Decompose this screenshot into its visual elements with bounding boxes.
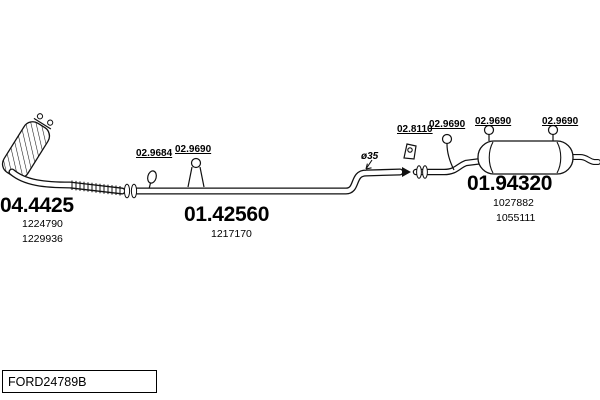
drawing-code-box: FORD24789B (2, 370, 157, 393)
rubber-hanger-icon (547, 124, 559, 141)
rear-silencer-drawing (477, 140, 574, 175)
rubber-hanger-icon (483, 124, 495, 141)
part-code-catalyst[interactable]: 04.4425 (0, 194, 74, 217)
tailpipe-drawing (557, 154, 600, 165)
part-code-rear-silencer[interactable]: 01.94320 (467, 172, 553, 195)
oe-number: 1217170 (211, 228, 252, 240)
rubber-hanger-icon (187, 157, 205, 188)
assembly-arrow-icon (402, 167, 411, 177)
diameter-pointer (365, 159, 373, 170)
part-code-centre-pipe[interactable]: 01.42560 (184, 203, 270, 226)
part-code-clamp[interactable]: 02.9684 (136, 148, 173, 159)
part-code-mount-bracket[interactable]: 02.8110 (397, 124, 433, 135)
oe-number: 1229936 (22, 233, 63, 245)
pipe-diameter-note: ø35 (361, 151, 379, 162)
cat-flange-plate (33, 117, 52, 130)
part-code-hanger-rear-mid[interactable]: 02.9690 (475, 116, 512, 127)
flange-joint-icon (123, 183, 131, 199)
mount-bracket-icon (403, 143, 417, 160)
centre-pipe-drawing (8, 168, 404, 199)
clamp-icon (147, 170, 157, 188)
part-code-hanger-rear-left[interactable]: 02.9690 (429, 119, 466, 130)
flange-joint-icon (130, 183, 138, 199)
flange-joint-icon (422, 165, 428, 179)
part-code-hanger-mid[interactable]: 02.9690 (175, 144, 212, 155)
rubber-hanger-icon (441, 133, 455, 171)
cat-flange-bolt-icon (47, 119, 54, 126)
oe-number: 1027882 (493, 197, 534, 209)
part-code-hanger-rear-right[interactable]: 02.9690 (542, 116, 579, 127)
rear-inlet-pipe-drawing (412, 157, 486, 179)
drawing-code: FORD24789B (8, 374, 87, 389)
cat-flange-bolt-icon (36, 113, 44, 120)
oe-number: 1224790 (22, 218, 63, 230)
oe-number: 1055111 (496, 212, 536, 224)
flange-joint-icon (416, 165, 422, 179)
flex-pipe-corrugation (71, 180, 121, 196)
